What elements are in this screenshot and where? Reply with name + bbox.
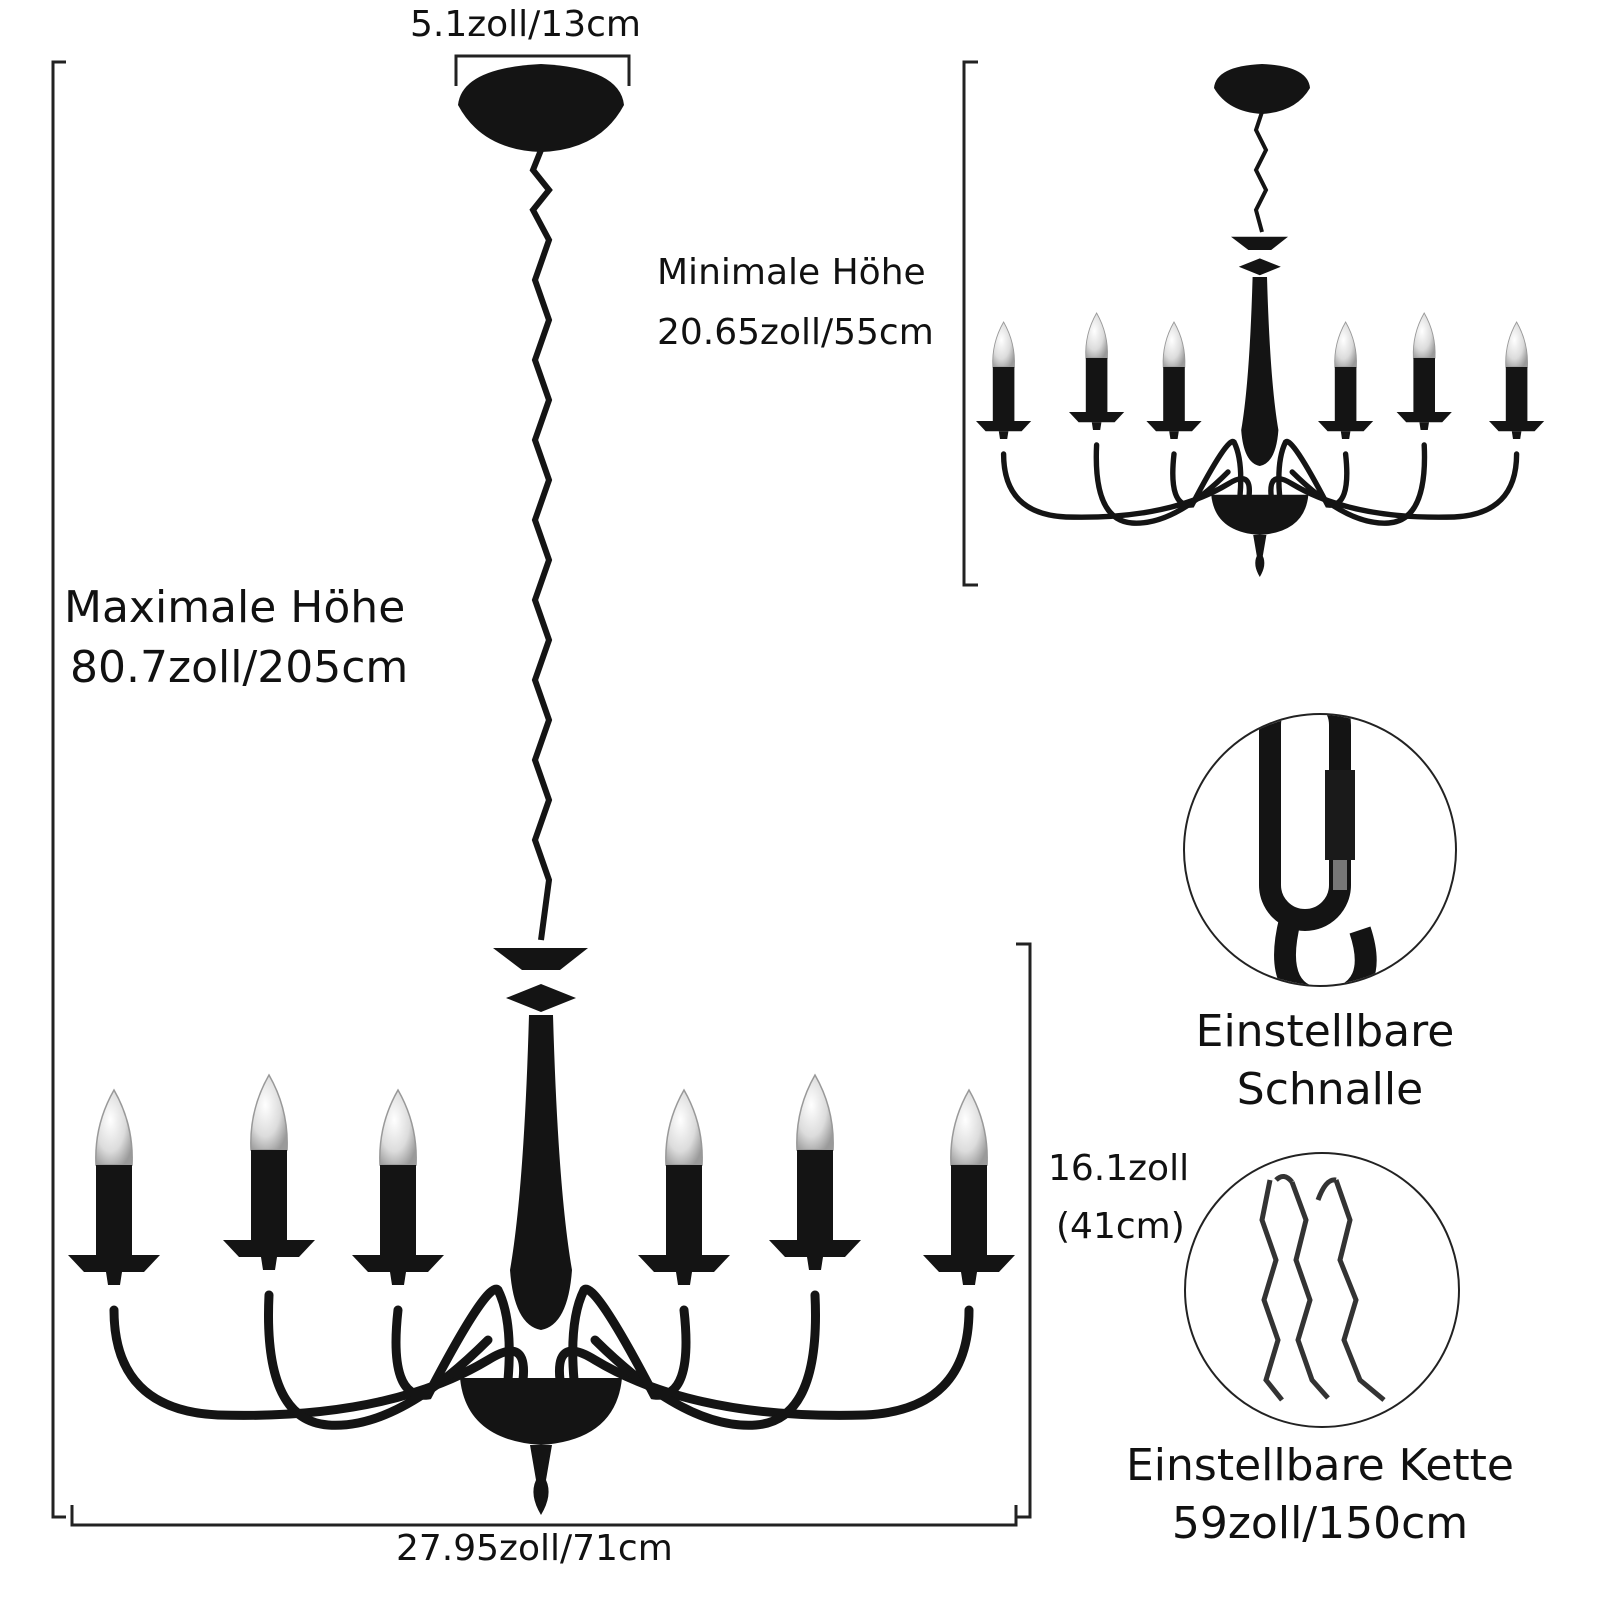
chain-label-line2: 59zoll/150cm <box>1171 1498 1469 1549</box>
min-height-chandelier <box>976 64 1544 577</box>
chain-detail <box>1184 1152 1460 1428</box>
buckle-label-line1: Einstellbare <box>1195 1006 1455 1057</box>
buckle-label-line2: Schnalle <box>1236 1064 1424 1115</box>
canopy-width-label: 5.1zoll/13cm <box>410 4 641 45</box>
min-height-value: 20.65zoll/55cm <box>657 312 934 353</box>
width-label: 27.95zoll/71cm <box>396 1528 673 1569</box>
buckle-detail <box>1183 713 1457 987</box>
min-height-label: Minimale Höhe <box>657 252 926 293</box>
max-height-value: 80.7zoll/205cm <box>70 642 409 693</box>
body-height-value: 16.1zoll <box>1048 1148 1190 1189</box>
chain-label-line1: Einstellbare Kette <box>1126 1440 1514 1491</box>
max-height-label: Maximale Höhe <box>64 582 406 633</box>
dimension-lines <box>51 54 1032 1527</box>
body-height-metric: (41cm) <box>1056 1206 1185 1247</box>
main-chandelier <box>68 64 1015 1515</box>
